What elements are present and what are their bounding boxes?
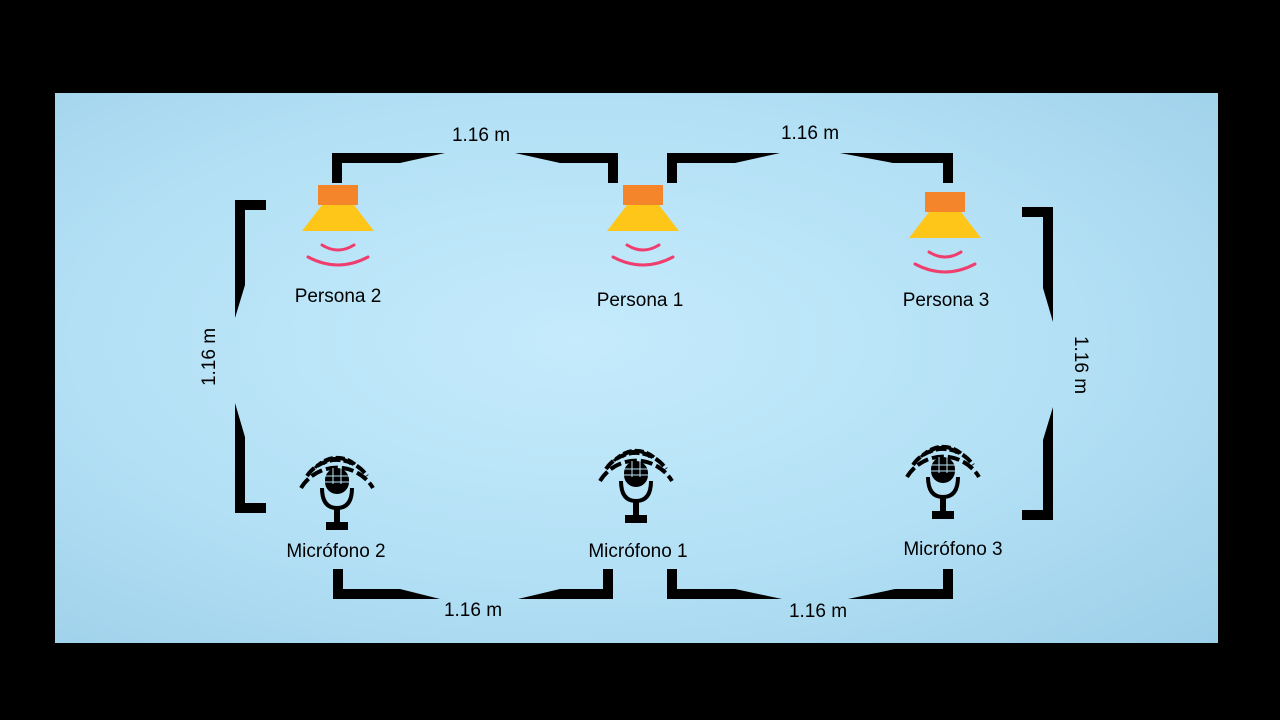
- bracket-bottom-left-b: [518, 569, 613, 599]
- bracket-bottom-right: [667, 569, 782, 599]
- speaker-label-persona-2: Persona 2: [294, 286, 382, 307]
- mic-label-microfono-3: Micrófono 3: [903, 539, 1003, 560]
- bracket-top-left-b: [515, 153, 618, 183]
- speaker-label-persona-3: Persona 3: [902, 290, 990, 311]
- bracket-left-bottom: [235, 403, 266, 513]
- bracket-bottom-left: [333, 569, 440, 599]
- microphone-icon: [299, 455, 375, 532]
- diagram-canvas: [55, 93, 1218, 643]
- distance-top-right: 1.16 m: [780, 123, 840, 144]
- bracket-top-right: [667, 153, 780, 183]
- bracket-left-top: [235, 200, 266, 318]
- bracket-top-left: [332, 153, 445, 183]
- microphone-icon: [905, 444, 981, 521]
- speaker-icon: [907, 190, 983, 274]
- bracket-top-right-b: [840, 153, 953, 183]
- speaker-icon: [605, 183, 681, 267]
- distance-bottom-right: 1.16 m: [788, 601, 848, 622]
- mic-label-microfono-2: Micrófono 2: [286, 541, 386, 562]
- distance-left: 1.16 m: [199, 327, 220, 387]
- distance-top-left: 1.16 m: [451, 125, 511, 146]
- speaker-icon: [300, 183, 376, 267]
- microphone-icon: [598, 448, 674, 525]
- speaker-label-persona-1: Persona 1: [596, 290, 684, 311]
- bracket-right-bottom: [1022, 407, 1053, 520]
- mic-label-microfono-1: Micrófono 1: [588, 541, 688, 562]
- dimension-brackets: [235, 153, 1053, 599]
- distance-right: 1.16 m: [1070, 335, 1091, 395]
- bracket-bottom-right-b: [848, 569, 953, 599]
- bracket-right-top: [1022, 207, 1053, 322]
- distance-bottom-left: 1.16 m: [443, 600, 503, 621]
